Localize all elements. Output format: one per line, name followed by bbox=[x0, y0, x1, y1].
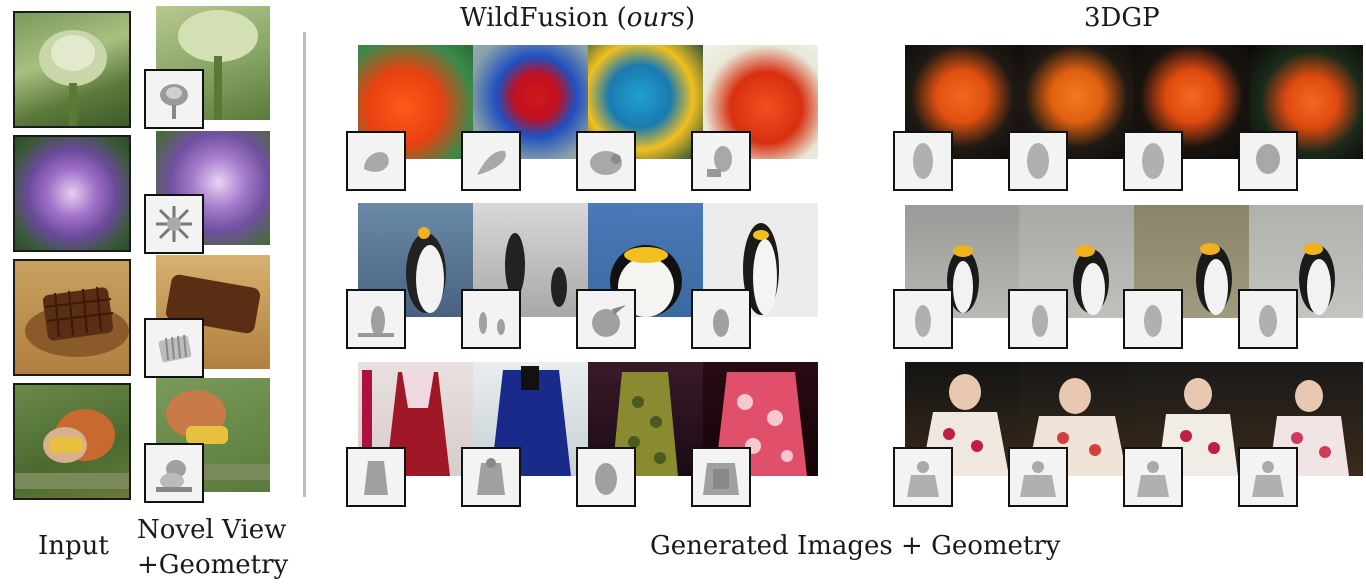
caption-input: Input bbox=[38, 531, 109, 561]
geometry-render-icon bbox=[1259, 305, 1277, 337]
geometry-render-icon bbox=[1137, 461, 1169, 497]
geometry-render-icon bbox=[477, 458, 505, 495]
geometry-thumb-waffle bbox=[144, 318, 204, 378]
geometry-render-icon bbox=[160, 84, 188, 119]
novel-view-artichoke bbox=[156, 6, 270, 120]
wildfusion-geometry-macaw-3 bbox=[576, 131, 636, 191]
input-image-waffle bbox=[13, 259, 131, 376]
3dgp-geometry-kimono-4 bbox=[1238, 447, 1298, 507]
wildfusion-geometry-macaw-2 bbox=[461, 131, 521, 191]
geometry-render-icon bbox=[707, 146, 732, 177]
geometry-render-icon bbox=[1020, 461, 1056, 497]
3dgp-geometry-penguin-4 bbox=[1238, 289, 1298, 349]
3dgp-geometry-penguin-1 bbox=[893, 289, 953, 349]
input-image-squirrel bbox=[13, 383, 131, 500]
3dgp-geometry-macaw-1 bbox=[893, 131, 953, 191]
geometry-render-icon bbox=[158, 334, 192, 363]
3dgp-geometry-kimono-2 bbox=[1008, 447, 1068, 507]
geometry-render-icon bbox=[703, 463, 739, 495]
geometry-render-icon bbox=[477, 150, 506, 175]
geometry-thumb-purple-flower bbox=[144, 194, 204, 254]
geometry-render-icon bbox=[1252, 461, 1284, 497]
geometry-thumb-artichoke bbox=[144, 69, 204, 129]
geometry-render-icon bbox=[156, 460, 192, 492]
geometry-render-icon bbox=[1032, 305, 1048, 337]
input-image-artichoke bbox=[13, 11, 131, 128]
wildfusion-geometry-macaw-4 bbox=[691, 131, 751, 191]
geometry-render-icon bbox=[479, 312, 505, 335]
caption-generated: Generated Images + Geometry bbox=[650, 531, 1061, 561]
geometry-render-icon bbox=[913, 143, 933, 179]
caption-novel-view-line1: Novel View bbox=[137, 515, 287, 545]
geometry-render-icon bbox=[364, 461, 388, 495]
geometry-render-icon bbox=[595, 463, 617, 495]
geometry-render-icon bbox=[1256, 144, 1280, 174]
geometry-render-icon bbox=[1142, 143, 1164, 179]
caption-novel-view-line2: +Geometry bbox=[137, 550, 289, 580]
geometry-render-icon bbox=[592, 305, 626, 337]
geometry-thumb-squirrel bbox=[144, 443, 204, 503]
geometry-render-icon bbox=[915, 305, 931, 337]
3dgp-geometry-macaw-3 bbox=[1123, 131, 1183, 191]
3dgp-geometry-kimono-1 bbox=[893, 447, 953, 507]
wildfusion-geometry-kimono-3 bbox=[576, 447, 636, 507]
wildfusion-row-penguin bbox=[358, 203, 818, 317]
geometry-render-icon bbox=[713, 309, 729, 337]
wildfusion-geometry-penguin-4 bbox=[691, 289, 751, 349]
geometry-render-icon bbox=[364, 152, 389, 172]
3dgp-geometry-kimono-3 bbox=[1123, 447, 1183, 507]
geometry-render-icon bbox=[1027, 143, 1049, 179]
wildfusion-geometry-kimono-2 bbox=[461, 447, 521, 507]
wildfusion-geometry-macaw-1 bbox=[346, 131, 406, 191]
wildfusion-geometry-kimono-4 bbox=[691, 447, 751, 507]
wildfusion-geometry-penguin-2 bbox=[461, 289, 521, 349]
input-image-purple-flower bbox=[13, 135, 131, 252]
wildfusion-header: WildFusion (ours) bbox=[460, 3, 696, 33]
baseline-header: 3DGP bbox=[1084, 3, 1160, 33]
geometry-render-icon bbox=[1144, 305, 1162, 337]
3dgp-geometry-penguin-2 bbox=[1008, 289, 1068, 349]
3dgp-geometry-penguin-3 bbox=[1123, 289, 1183, 349]
geometry-render-icon bbox=[358, 306, 394, 337]
geometry-render-icon bbox=[590, 151, 622, 175]
3dgp-geometry-macaw-2 bbox=[1008, 131, 1068, 191]
geometry-render-icon bbox=[156, 206, 192, 242]
wildfusion-geometry-penguin-1 bbox=[346, 289, 406, 349]
3dgp-geometry-macaw-4 bbox=[1238, 131, 1298, 191]
column-divider bbox=[303, 32, 306, 497]
wildfusion-geometry-kimono-1 bbox=[346, 447, 406, 507]
wildfusion-geometry-penguin-3 bbox=[576, 289, 636, 349]
geometry-render-icon bbox=[907, 461, 939, 497]
